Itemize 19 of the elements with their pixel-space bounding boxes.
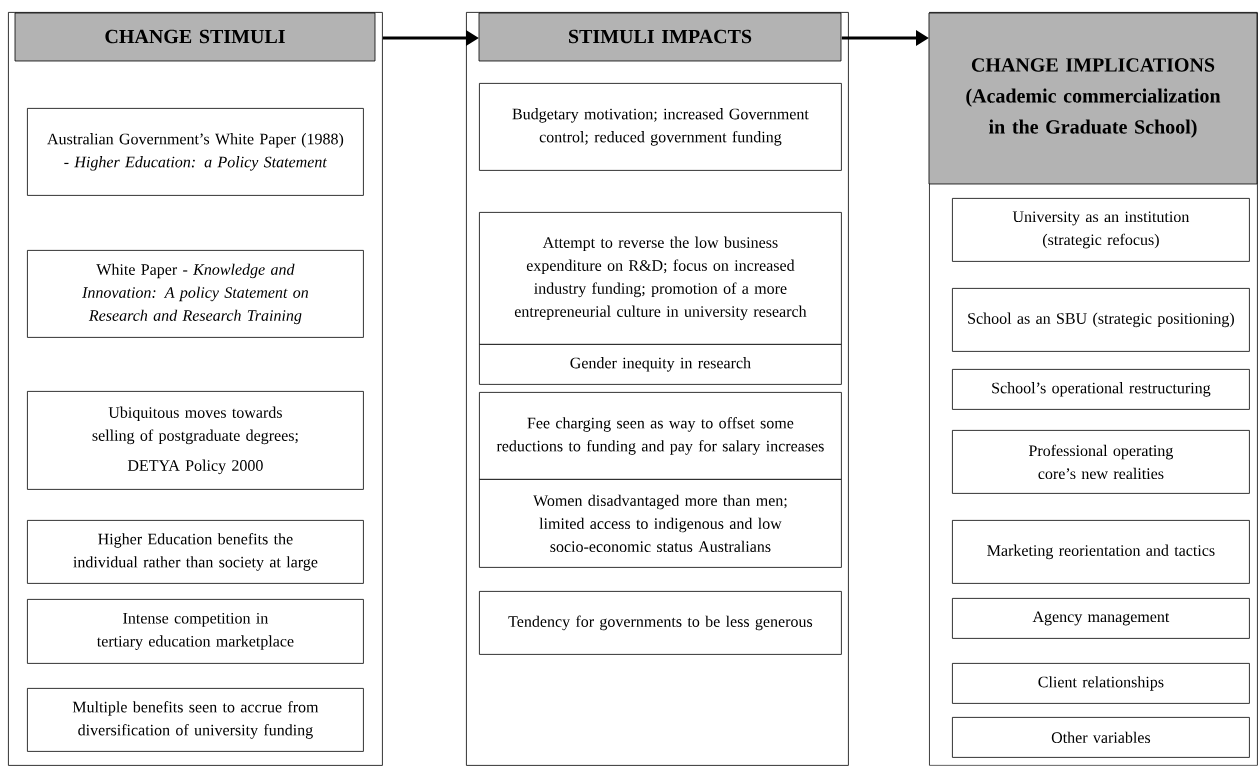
text-box: Women disadvantaged more than men; limited access to indigenous and low socio-economic status Australians — [479, 479, 842, 568]
text-box: Higher Education benefits the individual rather than society at large — [27, 520, 364, 584]
text-box: School as an SBU (strategic positioning) — [952, 288, 1250, 352]
text-box: Multiple benefits seen to accrue from diversification of university funding — [27, 688, 364, 752]
text-box: Other variables — [952, 717, 1250, 758]
text-box: Marketing reorientation and tactics — [952, 520, 1250, 584]
text-box: School’s operational restructuring — [952, 369, 1250, 410]
text-box: Intense competition in tertiary education marketplace — [27, 599, 364, 664]
text-box: Gender inequity in research — [479, 344, 842, 385]
text-box: Budgetary motivation; increased Government control; reduced government funding — [479, 83, 842, 171]
text-box: Australian Government’s White Paper (1988) - Higher Education: a Policy Statement — [27, 108, 364, 196]
text-box: Client relationships — [952, 663, 1250, 704]
text-box: Fee charging seen as way to offset some reductions to funding and pay for salary increases — [479, 392, 842, 480]
text-box: Professional operating core’s new realities — [952, 430, 1250, 494]
text-box: White Paper - Knowledge and Innovation: A policy Statement on Research and Research Training — [27, 250, 364, 338]
text-box: University as an institution (strategic refocus) — [952, 198, 1250, 262]
text-box: Ubiquitous moves towards selling of postgraduate degrees; DETYA Policy 2000 — [27, 391, 364, 490]
text-box: Agency management — [952, 598, 1250, 639]
text-box: Tendency for governments to be less generous — [479, 591, 842, 655]
